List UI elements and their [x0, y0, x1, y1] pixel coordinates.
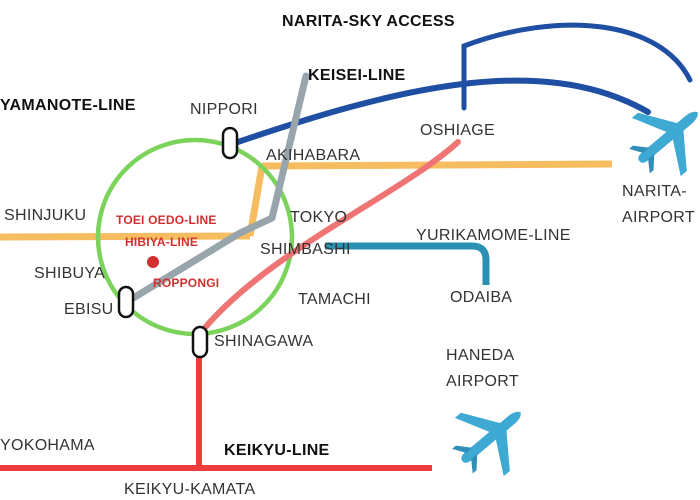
station-keikyu-kamata: KEIKYU-KAMATA: [124, 481, 255, 498]
shinagawa-transfer-marker: [191, 325, 209, 359]
airplane-icon: [452, 411, 521, 477]
narita-sky-access-label: NARITA-SKY ACCESS: [282, 13, 455, 30]
hibiya-line: [126, 72, 310, 304]
sobu-line-west: [0, 232, 251, 241]
yurikamome-line-label: YURIKAMOME-LINE: [416, 227, 571, 244]
station-oshiage: OSHIAGE: [420, 122, 495, 139]
station-ebisu: EBISU: [64, 301, 114, 318]
keikyu-line-label: KEIKYU-LINE: [224, 442, 330, 459]
airplane-icon: [629, 111, 698, 177]
narita-airport-label-1: NARITA-: [622, 183, 687, 200]
station-tamachi: TAMACHI: [298, 291, 371, 308]
hibiya-line-label: HIBIYA-LINE: [125, 235, 198, 249]
yamanote-line-label: YAMANOTE-LINE: [0, 97, 136, 114]
ebisu-transfer-marker: [117, 285, 135, 319]
station-shimbashi: SHIMBASHI: [260, 241, 351, 258]
sobu-line-east: [261, 160, 613, 170]
toei-oedo-line-label: TOEI OEDO-LINE: [116, 213, 217, 227]
station-roppongi: ROPPONGI: [153, 276, 219, 290]
asakusa-line: [200, 139, 461, 333]
station-shinjuku: SHINJUKU: [4, 207, 86, 224]
keisei-line-label: KEISEI-LINE: [308, 67, 406, 84]
station-yokohama: YOKOHAMA: [0, 437, 95, 454]
station-shinagawa: SHINAGAWA: [214, 333, 313, 350]
yurikamome-line: [325, 242, 490, 285]
station-shibuya: SHIBUYA: [34, 265, 105, 282]
haneda-airport-label-1: HANEDA: [446, 347, 515, 364]
roppongi-marker: [147, 256, 159, 268]
station-nippori: NIPPORI: [190, 101, 258, 118]
station-akihabara: AKIHABARA: [266, 147, 360, 164]
nippori-transfer-marker: [221, 126, 239, 160]
station-odaiba: ODAIBA: [450, 289, 512, 306]
haneda-airport-label-2: AIRPORT: [446, 373, 519, 390]
station-tokyo: TOKYO: [290, 209, 347, 226]
narita-airport-label-2: AIRPORT: [622, 209, 695, 226]
narita-sky-access-line: [461, 22, 693, 111]
